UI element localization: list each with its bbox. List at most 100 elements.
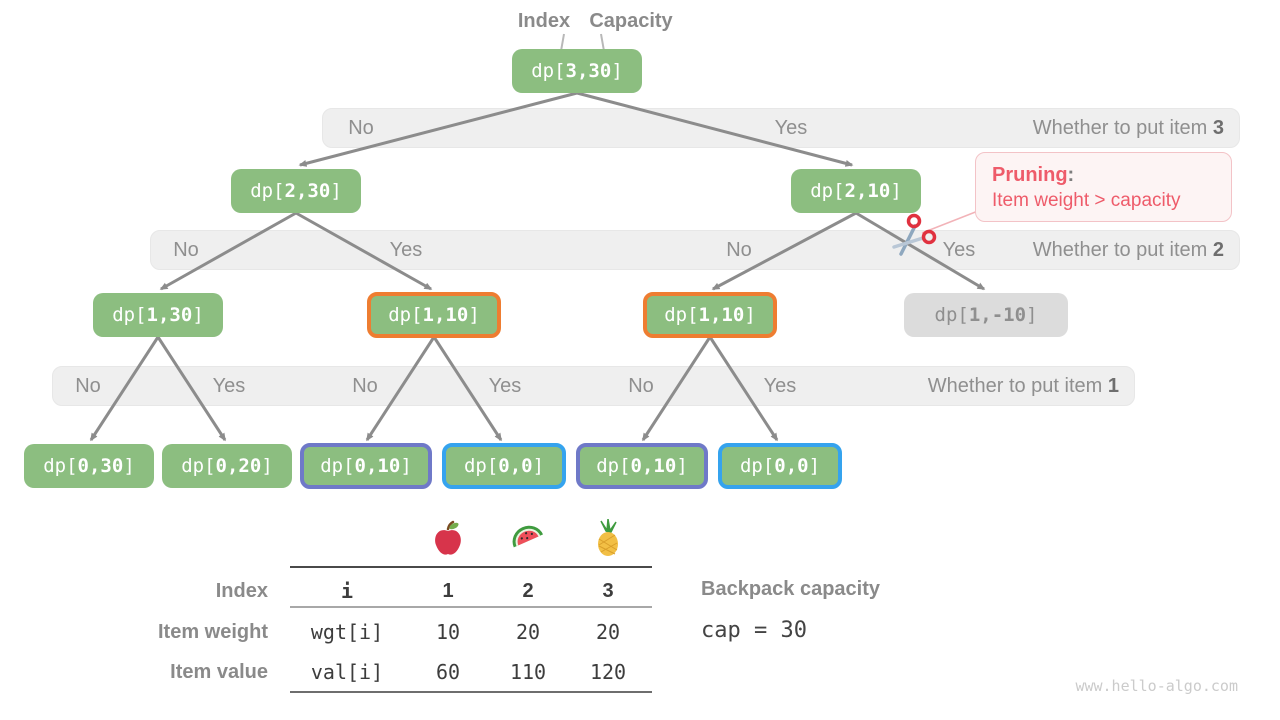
dp-node: dp[1,30] — [93, 293, 223, 337]
decision-band-item-3: No Yes Whether to put item 3 — [322, 108, 1240, 148]
dp-node-highlight-purple: dp[0,10] — [576, 443, 708, 489]
pruning-colon: : — [1067, 164, 1075, 186]
watermelon-icon — [512, 525, 544, 548]
node-values: 1,-10 — [968, 304, 1027, 326]
band-item-number: 2 — [1212, 239, 1224, 261]
dp-node-highlight-blue: dp[0,0] — [718, 443, 842, 489]
dp-node-highlight-blue: dp[0,0] — [442, 443, 566, 489]
node-values: 2,30 — [284, 180, 331, 202]
node-text: ] — [744, 304, 756, 326]
band-answer-label: Yes — [389, 239, 423, 261]
pruning-title: Pruning: — [992, 162, 1231, 188]
band-question-text: Whether to put item — [1032, 239, 1213, 261]
pruning-description: Item weight > capacity — [992, 190, 1181, 211]
dp-node-invalid: dp[1,-10] — [904, 293, 1068, 337]
table-cell: 10 — [435, 620, 461, 644]
node-values: 2,10 — [844, 180, 891, 202]
node-values: 1,30 — [146, 304, 193, 326]
node-text: dp[ — [596, 455, 631, 477]
band-answer-label: Yes — [488, 375, 522, 397]
band-answer-label: No — [628, 375, 654, 397]
dp-node-highlight-orange: dp[1,10] — [367, 292, 501, 338]
node-text: ] — [676, 455, 688, 477]
decision-band-item-1: No Yes No Yes No Yes Whether to put item… — [52, 366, 1135, 406]
node-values: 0,0 — [498, 455, 533, 477]
backpack-capacity-label: Backpack capacity — [701, 578, 881, 600]
node-text: dp[ — [664, 304, 699, 326]
band-answer-label: No — [348, 117, 374, 139]
table-cell: 60 — [435, 660, 461, 684]
watermark: www.hello-algo.com — [1075, 677, 1238, 695]
node-text: dp[ — [112, 304, 147, 326]
table-cell: 20 — [515, 620, 541, 644]
pineapple-icon — [598, 519, 618, 556]
band-item-number: 1 — [1107, 375, 1119, 397]
dp-node: dp[0,30] — [24, 444, 154, 488]
node-text: ] — [192, 304, 204, 326]
node-values: 0,10 — [354, 455, 401, 477]
table-cell: val[i] — [310, 660, 384, 684]
node-text: dp[ — [320, 455, 355, 477]
table-cell: wgt[i] — [310, 620, 384, 644]
node-text: dp[ — [388, 304, 423, 326]
node-text: dp[ — [250, 180, 285, 202]
table-header-cell: i — [340, 579, 354, 603]
node-text: dp[ — [531, 60, 566, 82]
node-text: ] — [532, 455, 545, 477]
apple-icon — [435, 520, 461, 555]
dp-node: dp[2,10] — [791, 169, 921, 213]
node-text: dp[ — [43, 455, 78, 477]
decision-band-item-2: No Yes No Yes Whether to put item 2 — [150, 230, 1240, 270]
dp-node-highlight-purple: dp[0,10] — [300, 443, 432, 489]
node-values: 0,0 — [774, 455, 809, 477]
node-values: 0,10 — [630, 455, 677, 477]
node-text: ] — [400, 455, 412, 477]
backpack-capacity-value: cap = 30 — [701, 618, 807, 643]
dp-node: dp[0,20] — [162, 444, 292, 488]
node-text: dp[ — [181, 455, 216, 477]
band-answer-label: No — [726, 239, 752, 261]
band-question: Whether to put item 1 — [928, 367, 1119, 405]
node-values: 1,10 — [422, 304, 469, 326]
band-answer-label: Yes — [774, 117, 808, 139]
node-text: ] — [808, 455, 821, 477]
node-text: ] — [261, 455, 273, 477]
node-text: ] — [123, 455, 135, 477]
band-answer-label: No — [173, 239, 199, 261]
table-header-row: Index i 1 2 3 — [0, 576, 1280, 606]
node-text: dp[ — [810, 180, 845, 202]
scissors-icon — [892, 213, 937, 256]
capacity-pointer-label: Capacity — [589, 10, 673, 32]
node-values: 0,30 — [77, 455, 124, 477]
table-cell: 110 — [509, 660, 547, 684]
node-values: 3,30 — [565, 60, 612, 82]
band-answer-label: Yes — [212, 375, 246, 397]
band-answer-label: No — [352, 375, 378, 397]
table-rule-top — [290, 566, 652, 568]
node-values: 1,10 — [698, 304, 745, 326]
table-cell: 20 — [595, 620, 621, 644]
table-header-cell: 3 — [602, 580, 614, 602]
table-row-weight: Item weight wgt[i] 10 20 20 — [0, 617, 1280, 647]
pruning-callout: Pruning: Item weight > capacity — [975, 152, 1232, 222]
table-row-label: Item value — [170, 661, 268, 683]
band-answer-label: Yes — [942, 239, 976, 261]
dp-node-highlight-orange: dp[1,10] — [643, 292, 777, 338]
node-text: ] — [890, 180, 902, 202]
pruning-title-text: Pruning — [992, 164, 1068, 186]
table-cell: 120 — [589, 660, 627, 684]
node-values: 0,20 — [215, 455, 262, 477]
table-rule-mid — [290, 606, 652, 608]
table-row-label: Item weight — [157, 621, 268, 643]
node-text: ] — [330, 180, 342, 202]
table-header-cell: 1 — [442, 580, 454, 602]
node-text: ] — [1026, 304, 1038, 326]
band-answer-label: Yes — [763, 375, 797, 397]
band-question-text: Whether to put item — [1032, 117, 1213, 139]
node-text: dp[ — [463, 455, 499, 477]
node-text: ] — [611, 60, 623, 82]
band-question-text: Whether to put item — [927, 375, 1108, 397]
node-text: dp[ — [934, 304, 969, 326]
table-header-label: Index — [215, 580, 268, 602]
